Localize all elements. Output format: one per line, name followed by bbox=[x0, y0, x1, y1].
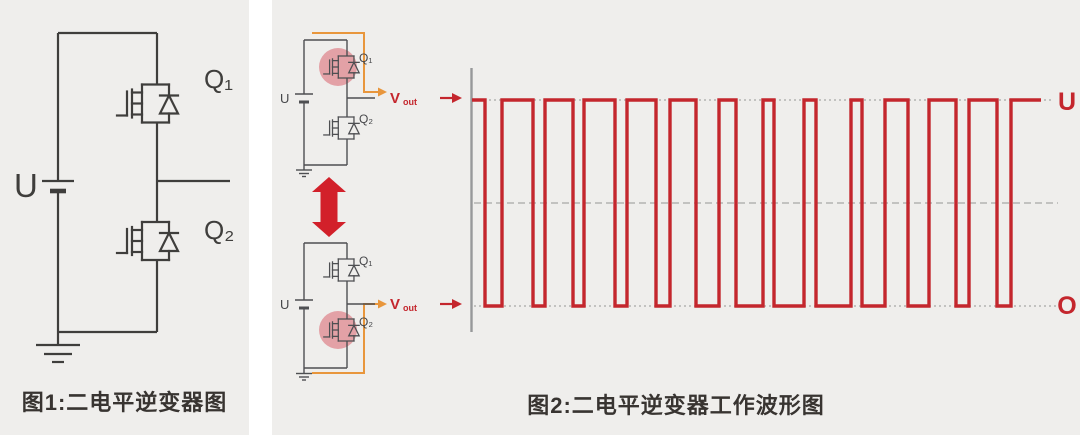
output-trace-orange bbox=[312, 32, 378, 93]
q1-mosfet-icon bbox=[323, 258, 360, 282]
vout-arrow-icon bbox=[452, 299, 462, 309]
source-label: U bbox=[280, 91, 289, 106]
pwm-waveform bbox=[472, 98, 1041, 308]
q1-mosfet-icon bbox=[115, 83, 180, 124]
q2-mosfet-icon bbox=[323, 116, 360, 140]
source-label: U bbox=[14, 167, 38, 204]
mini-circuit-q2-on: U Q₁ Q₂ V out bbox=[280, 242, 462, 381]
waveform-plot: U O bbox=[470, 68, 1077, 332]
q2-mosfet-icon bbox=[115, 220, 180, 262]
figure1-circuit: U Q₁ Q₂ bbox=[14, 31, 234, 364]
q2-label: Q₂ bbox=[204, 215, 234, 245]
q1-label: Q₁ bbox=[204, 64, 233, 94]
q2-label: Q₂ bbox=[359, 112, 373, 126]
state-swap-double-arrow-icon bbox=[312, 177, 346, 237]
vout-arrow-icon bbox=[452, 93, 462, 103]
vout-subscript: out bbox=[403, 97, 417, 107]
vout-label: V bbox=[390, 296, 400, 313]
figure2-drawing: U Q₁ Q₂ V out bbox=[280, 32, 1077, 381]
figure2-panel: U Q₁ Q₂ V out bbox=[272, 0, 1080, 435]
q1-label: Q₁ bbox=[359, 51, 372, 65]
figure1-panel: U Q₁ Q₂ 图1:二电平逆变器图 bbox=[0, 0, 249, 435]
vout-label: V bbox=[390, 90, 400, 107]
high-level-label: U bbox=[1058, 88, 1076, 116]
mini-circuit-q1-on: U Q₁ Q₂ V out bbox=[280, 32, 462, 178]
q1-label: Q₁ bbox=[359, 254, 372, 268]
orange-arrow-icon bbox=[378, 299, 387, 309]
vout-subscript: out bbox=[403, 303, 417, 313]
figure1-caption: 图1:二电平逆变器图 bbox=[21, 390, 228, 415]
source-label: U bbox=[280, 297, 289, 312]
low-level-label: O bbox=[1057, 292, 1076, 320]
figure1-wires bbox=[36, 31, 230, 364]
figure2-caption: 图2:二电平逆变器工作波形图 bbox=[527, 393, 825, 418]
q2-label: Q₂ bbox=[359, 315, 373, 329]
orange-arrow-icon bbox=[378, 87, 387, 97]
